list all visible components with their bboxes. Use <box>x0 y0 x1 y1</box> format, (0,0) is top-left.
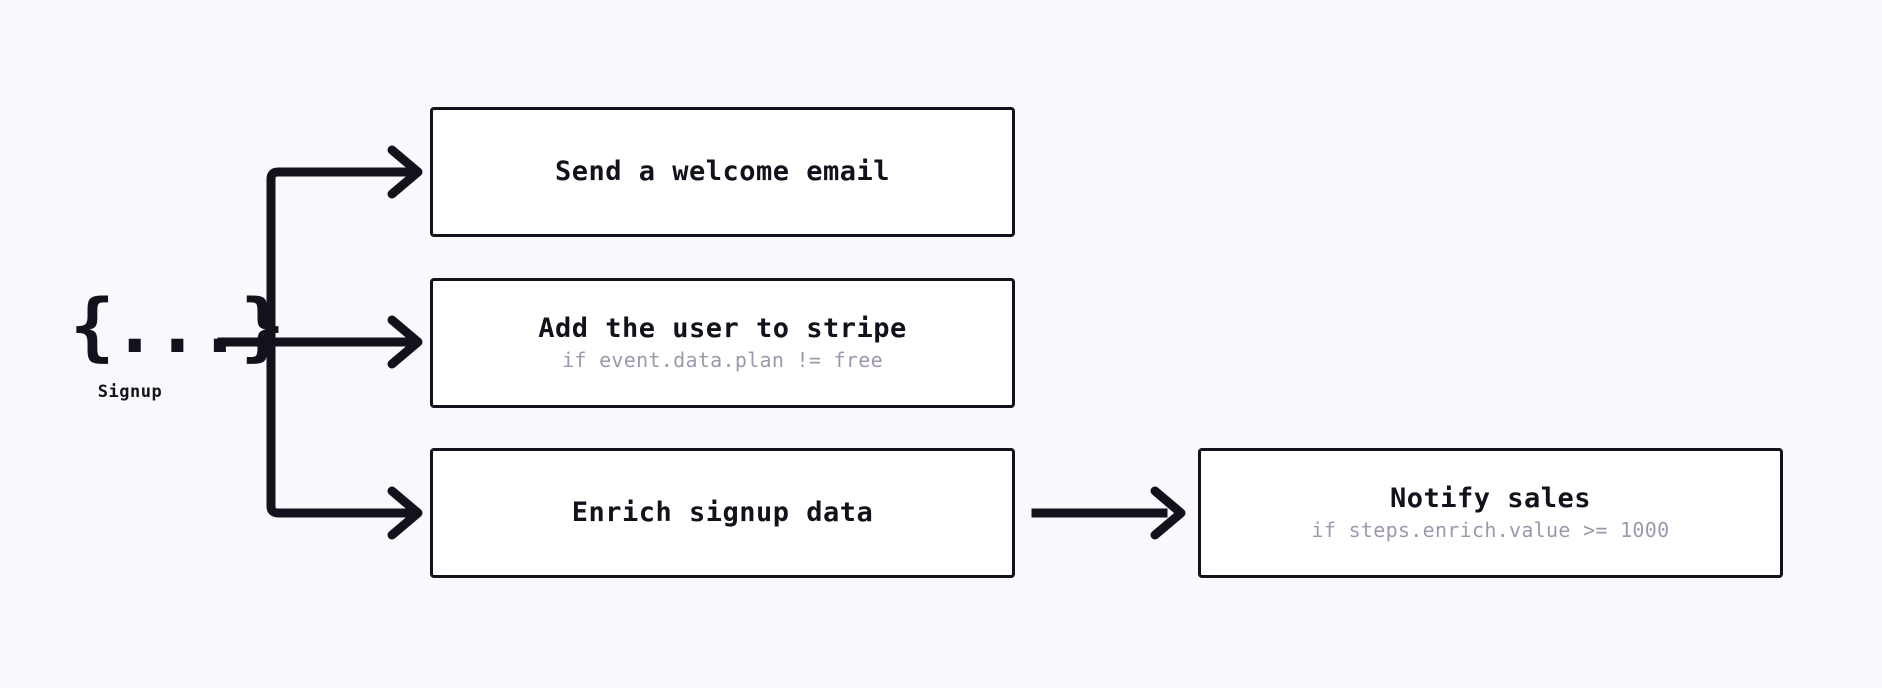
step-condition: if event.data.plan != free <box>562 347 883 372</box>
edge-trigger-to-enrich <box>266 337 415 518</box>
step-title: Notify sales <box>1389 483 1592 515</box>
step-condition: if steps.enrich.value >= 1000 <box>1311 517 1670 542</box>
json-braces-icon: {...} <box>70 284 285 370</box>
step-title: Enrich signup data <box>571 497 874 529</box>
step-node-notify[interactable]: Notify sales if steps.enrich.value >= 10… <box>1198 448 1783 578</box>
step-node-enrich[interactable]: Enrich signup data <box>430 448 1015 578</box>
trigger-node[interactable]: {...} Signup <box>70 284 285 402</box>
arrowhead-welcome <box>387 145 423 199</box>
trigger-label: Signup <box>97 382 163 402</box>
step-title: Send a welcome email <box>554 156 891 188</box>
arrowhead-enrich <box>387 486 423 540</box>
step-node-welcome[interactable]: Send a welcome email <box>430 107 1015 237</box>
arrowhead-notify <box>1150 486 1186 540</box>
edge-trigger-to-welcome <box>266 167 415 347</box>
step-title: Add the user to stripe <box>538 313 907 345</box>
arrowhead-stripe <box>387 315 423 369</box>
step-node-stripe[interactable]: Add the user to stripe if event.data.pla… <box>430 278 1015 408</box>
